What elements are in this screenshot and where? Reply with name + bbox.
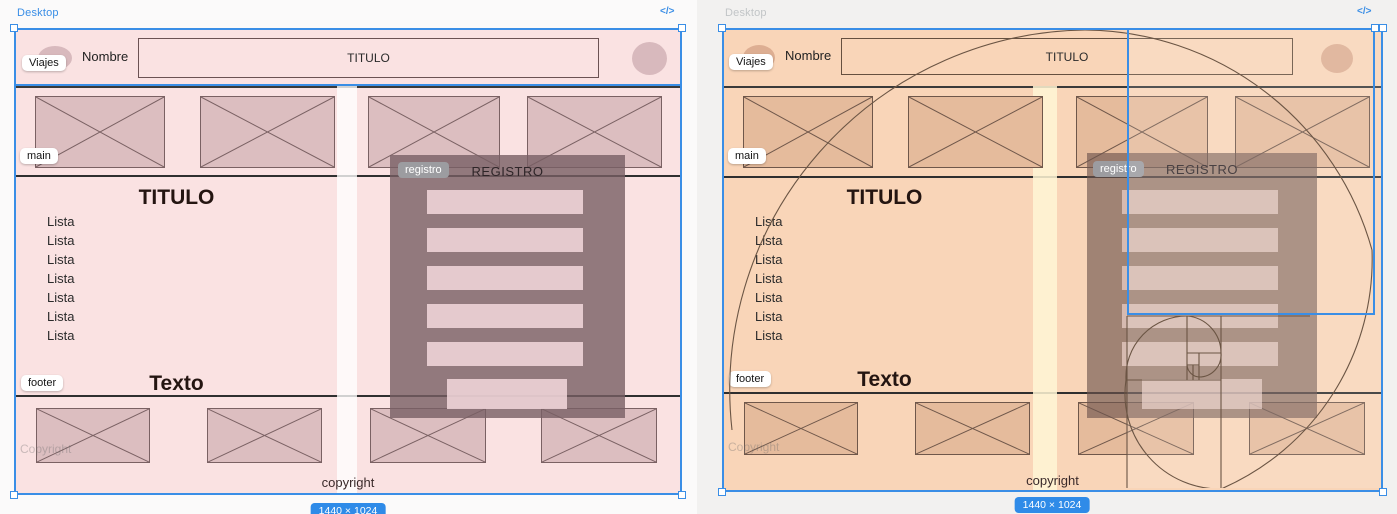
form-field[interactable] [427,266,583,290]
form-field[interactable] [427,228,583,252]
selection-handle[interactable] [678,24,686,32]
footer-title: Texto [149,372,204,395]
submit-button[interactable] [447,379,567,409]
form-field[interactable] [1122,190,1278,214]
copyright-text: copyright [321,475,375,490]
image-placeholder[interactable] [908,96,1043,168]
modal-title: REGISTRO [1166,162,1238,177]
wireframe-header[interactable]: Viajes Nombre TITULO [724,30,1381,86]
frame-title-right[interactable]: Desktop [725,7,767,19]
submit-button[interactable] [1142,379,1262,409]
image-placeholder[interactable] [200,96,335,168]
name-label: Nombre [785,48,832,63]
list-item: Lista [47,233,75,248]
copyright-watermark: Copyright [728,440,780,454]
title-input[interactable]: TITULO [841,38,1293,75]
selection-handle[interactable] [10,24,18,32]
section-title: TITULO [138,186,215,209]
logo-tag[interactable]: Viajes [729,54,773,70]
logo-tag[interactable]: Viajes [22,55,66,71]
list-item: Lista [47,214,75,229]
form-field[interactable] [1122,342,1278,366]
selection-handle[interactable] [1379,24,1387,32]
section-tag-footer[interactable]: footer [21,375,64,391]
list-item: Lista [755,328,783,343]
selection-handle[interactable] [718,24,726,32]
form-field[interactable] [427,342,583,366]
list-item: Lista [755,252,783,267]
selection-handle[interactable] [1371,24,1379,32]
user-avatar[interactable] [632,42,667,75]
list-block: Lista Lista Lista Lista Lista Lista List… [47,212,74,345]
copyright-text: copyright [1026,473,1079,488]
wireframe-frame-right[interactable]: Viajes Nombre TITULO main TITULO Lista L… [722,28,1383,492]
list-item: Lista [47,271,75,286]
title-input[interactable]: TITULO [138,38,599,78]
selection-handle[interactable] [10,491,18,499]
footer-title: Texto [857,368,912,391]
list-block: Lista Lista Lista Lista Lista Lista List… [755,212,782,345]
golden-spiral-overlay [729,30,1373,488]
list-item: Lista [755,233,783,248]
section-tag-main[interactable]: main [20,148,58,164]
list-item: Lista [47,290,75,305]
code-mode-icon-left[interactable]: </> [660,6,675,17]
form-field[interactable] [1122,266,1278,290]
form-field[interactable] [427,304,583,328]
section-tag-main[interactable]: main [728,148,766,164]
image-placeholder[interactable] [915,402,1030,455]
section-title: TITULO [846,186,923,209]
list-item: Lista [755,309,783,324]
overlay-tint [1127,30,1381,488]
modal-tag[interactable]: registro [398,162,449,178]
frame-title-left[interactable]: Desktop [17,7,59,19]
list-item: Lista [755,214,783,229]
list-item: Lista [755,290,783,305]
selection-handle[interactable] [718,488,726,496]
list-item: Lista [47,252,75,267]
modal-registro[interactable]: registro REGISTRO [390,155,625,418]
layout-column-stripe [337,86,357,493]
selection-rect[interactable] [1127,28,1375,315]
user-avatar[interactable] [1321,44,1353,73]
image-placeholder[interactable] [207,408,322,463]
image-placeholder[interactable] [744,402,858,455]
size-badge-left: 1440 × 1024 [310,503,386,514]
size-badge-right: 1440 × 1024 [1014,497,1090,513]
form-field[interactable] [427,190,583,214]
selection-handle[interactable] [1379,488,1387,496]
copyright-watermark: Copyright [20,442,72,456]
wireframe-header[interactable]: Viajes Nombre TITULO [16,30,680,86]
list-item: Lista [47,328,75,343]
modal-title: REGISTRO [471,164,544,179]
code-mode-icon-right[interactable]: </> [1357,6,1372,17]
list-item: Lista [755,271,783,286]
form-field[interactable] [1122,228,1278,252]
section-tag-footer[interactable]: footer [729,371,772,387]
wireframe-frame-left[interactable]: Viajes Nombre TITULO main TITULO Lista L… [14,28,682,495]
list-item: Lista [47,309,75,324]
selection-handle[interactable] [678,491,686,499]
image-placeholder[interactable] [36,408,150,463]
name-label: Nombre [82,49,129,64]
